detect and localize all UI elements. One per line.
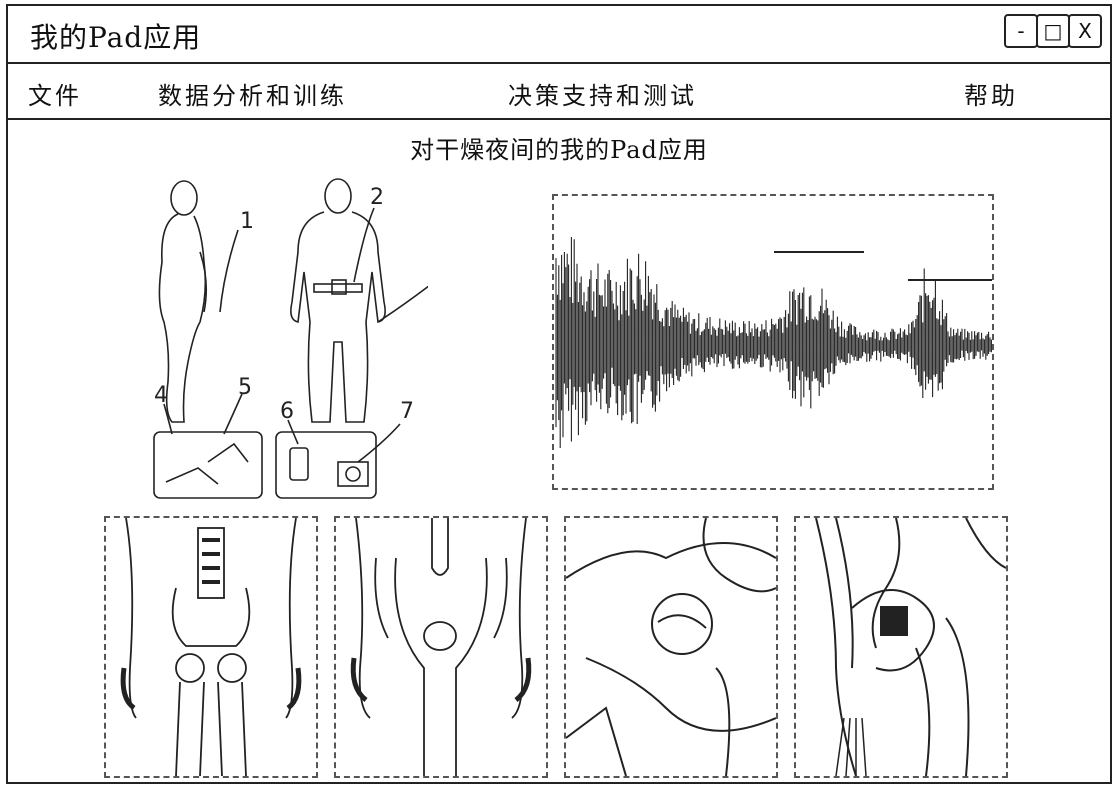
figure-label-6: 6	[280, 399, 294, 424]
window-title: 我的Pad应用	[30, 21, 202, 54]
monitor-device	[337, 461, 369, 487]
close-button[interactable]: X	[1068, 14, 1102, 48]
page-subtitle: 对干燥夜间的我的Pad应用	[410, 136, 708, 164]
menu-data-analysis-training[interactable]: 数据分析和训练	[158, 82, 347, 110]
vibration-signal-plot	[552, 194, 994, 490]
patient-illustration: 1 2 3 4 5 6 7	[153, 178, 428, 499]
title-bar[interactable]: 我的Pad应用 - □ X	[8, 6, 1110, 64]
scan-panel-1[interactable]	[104, 516, 318, 778]
pelvis-scan-3	[566, 518, 776, 776]
scan-panel-4[interactable]	[794, 516, 1008, 778]
scan-panel-2[interactable]	[334, 516, 548, 778]
body-front-figure	[290, 178, 386, 423]
signal-waveform	[555, 237, 992, 448]
window-controls: - □ X	[1004, 14, 1102, 50]
pelvis-scan-2	[350, 518, 532, 776]
body-side-figure	[158, 180, 208, 423]
device-box-right	[275, 431, 377, 499]
device-box-left	[153, 431, 263, 499]
phone-device	[289, 447, 309, 481]
figure-label-4: 4	[154, 383, 168, 408]
minimize-button[interactable]: -	[1004, 14, 1038, 48]
figure-label-1: 1	[240, 209, 254, 234]
menu-decision-support-testing[interactable]: 决策支持和测试	[508, 82, 697, 110]
menu-file[interactable]: 文件	[28, 82, 82, 110]
figure-label-7: 7	[400, 399, 414, 424]
pelvis-scan-4	[815, 518, 1006, 776]
pelvis-scan-1	[120, 518, 302, 776]
figure-label-2: 2	[370, 185, 384, 210]
signal-trace	[555, 237, 992, 448]
scan-panel-3[interactable]	[564, 516, 778, 778]
menu-help[interactable]: 帮助	[964, 82, 1018, 110]
figure-label-5: 5	[238, 375, 252, 400]
maximize-button[interactable]: □	[1036, 14, 1070, 48]
menu-bar: 文件 数据分析和训练 决策支持和测试 帮助	[8, 64, 1110, 120]
app-window: 我的Pad应用 - □ X 文件 数据分析和训练 决策支持和测试 帮助 对干燥夜…	[6, 4, 1112, 784]
main-content: 对干燥夜间的我的Pad应用	[8, 120, 1110, 782]
